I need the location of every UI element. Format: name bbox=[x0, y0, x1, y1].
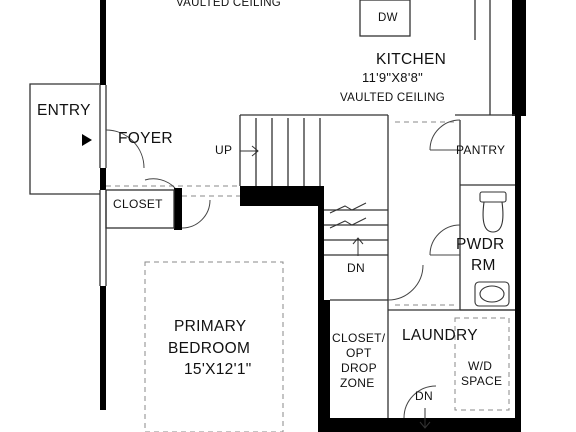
vaulted-ceiling-top-label: VAULTED CEILING bbox=[176, 0, 282, 9]
closet-drop-line4: ZONE bbox=[340, 376, 375, 390]
primary-bedroom-line2: BEDROOM bbox=[168, 340, 251, 357]
exterior-walls bbox=[100, 0, 526, 432]
dn-bottom-arrow-icon bbox=[419, 408, 431, 429]
entry-label: ENTRY bbox=[37, 102, 91, 119]
wd-space-line2: SPACE bbox=[461, 374, 503, 388]
powder-room-line1: PWDR bbox=[456, 236, 505, 253]
closet-drop-line1: CLOSET/ bbox=[332, 331, 386, 345]
down-bottom-label: DN bbox=[415, 389, 433, 403]
primary-bedroom-dims: 15'X12'1" bbox=[184, 361, 252, 378]
primary-bedroom-line1: PRIMARY bbox=[174, 318, 247, 335]
laundry-label: LAUNDRY bbox=[402, 327, 478, 344]
stair-break-marks bbox=[329, 202, 367, 229]
powder-room-line2: RM bbox=[471, 257, 496, 274]
foyer-label: FOYER bbox=[118, 130, 173, 147]
entry-arrow-icon bbox=[82, 134, 92, 146]
pantry-label: PANTRY bbox=[456, 143, 506, 157]
closet-drop-line2: OPT bbox=[346, 346, 372, 360]
kitchen-label: KITCHEN bbox=[376, 51, 447, 68]
dishwasher-label: DW bbox=[378, 12, 398, 24]
door-swings bbox=[105, 119, 461, 419]
kitchen-dims-label: 11'9"X8'8" bbox=[362, 70, 424, 85]
stair-down-label: DN bbox=[347, 261, 365, 275]
dashed-lines bbox=[106, 121, 510, 432]
toilet-icon bbox=[479, 191, 507, 233]
sink-icon bbox=[474, 281, 510, 307]
stair-up-label: UP bbox=[215, 143, 233, 157]
kitchen-ceiling-label: VAULTED CEILING bbox=[340, 92, 446, 104]
closet-label: CLOSET bbox=[113, 197, 163, 211]
wd-space-line1: W/D bbox=[468, 359, 493, 373]
up-arrow-icon bbox=[240, 145, 259, 157]
interior-walls bbox=[174, 186, 330, 432]
closet-drop-line3: DROP bbox=[341, 361, 377, 375]
dn-arrow-icon bbox=[352, 237, 364, 256]
thin-walls bbox=[29, 0, 515, 418]
